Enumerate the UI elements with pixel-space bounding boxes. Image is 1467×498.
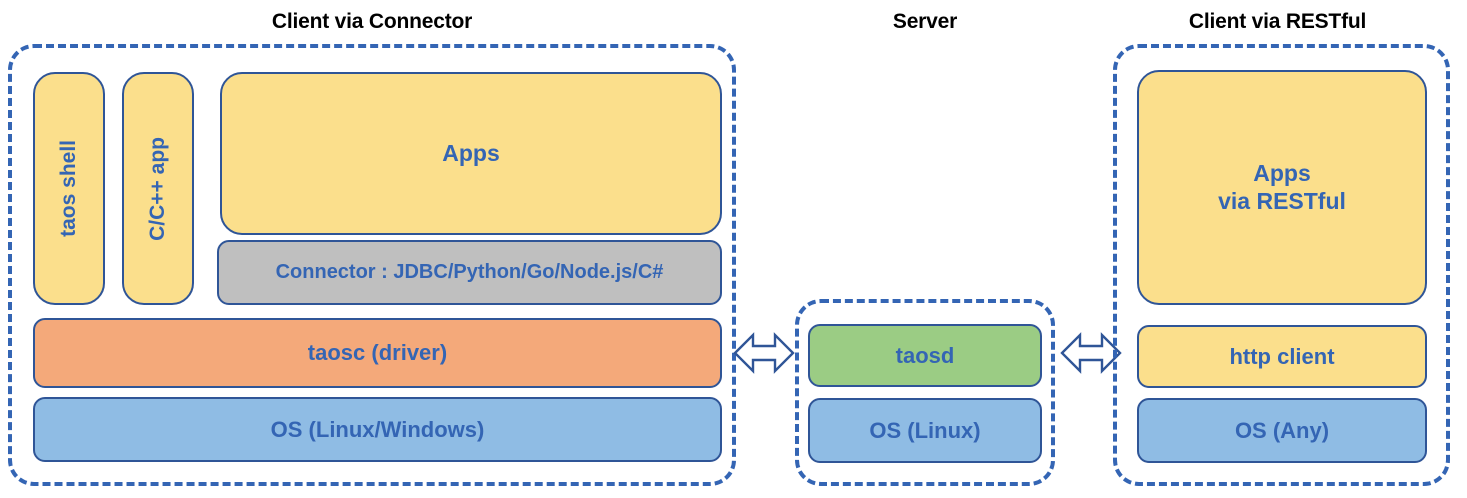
- box-taosc-driver[interactable]: taosc (driver): [33, 318, 722, 388]
- box-taosc-driver-label: taosc (driver): [307, 340, 448, 366]
- box-c-cpp-app[interactable]: C/C++ app: [122, 72, 194, 305]
- box-os-any-label: OS (Any): [1234, 417, 1330, 443]
- box-taosd-label: taosd: [895, 342, 955, 368]
- box-os-linux-label: OS (Linux): [869, 417, 981, 443]
- box-connector-label: Connector : JDBC/Python/Go/Node.js/C#: [275, 260, 664, 283]
- group-client-via-connector: [8, 44, 736, 486]
- box-connector[interactable]: Connector : JDBC/Python/Go/Node.js/C#: [217, 240, 722, 305]
- box-apps[interactable]: Apps: [220, 72, 722, 235]
- box-http-client-label: http client: [1229, 343, 1335, 369]
- group-client-via-restful: [1113, 44, 1450, 486]
- box-http-client[interactable]: http client: [1137, 325, 1427, 388]
- section-title-client-restful: Client via RESTful: [1188, 10, 1367, 33]
- section-title-server: Server: [892, 10, 958, 33]
- box-taos-shell[interactable]: taos shell: [33, 72, 105, 305]
- box-os-linux-windows[interactable]: OS (Linux/Windows): [33, 397, 722, 462]
- box-os-linux-windows-label: OS (Linux/Windows): [270, 416, 485, 442]
- box-taos-shell-label: taos shell: [56, 140, 80, 237]
- box-os-linux[interactable]: OS (Linux): [808, 398, 1042, 463]
- box-apps-via-restful[interactable]: Apps via RESTful: [1137, 70, 1427, 305]
- box-apps-label: Apps: [442, 139, 500, 166]
- box-os-any[interactable]: OS (Any): [1137, 398, 1427, 463]
- bidirectional-arrow-left: [733, 327, 795, 379]
- section-title-client-connector: Client via Connector: [271, 10, 473, 33]
- box-apps-via-restful-label: Apps via RESTful: [1218, 160, 1346, 214]
- bidirectional-arrow-right: [1060, 327, 1122, 379]
- group-server: [795, 299, 1055, 486]
- box-c-cpp-app-label: C/C++ app: [145, 136, 169, 241]
- box-taosd[interactable]: taosd: [808, 324, 1042, 387]
